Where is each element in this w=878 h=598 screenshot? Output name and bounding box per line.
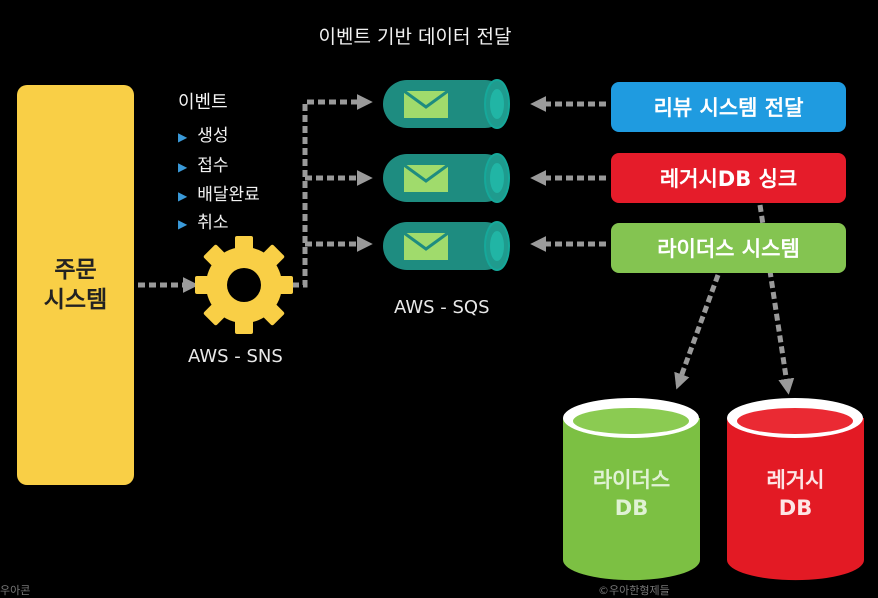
- review-system-box: 리뷰 시스템 전달: [611, 82, 846, 132]
- legacy-db-label-line1: 레거시: [766, 468, 825, 492]
- sqs-label: AWS - SQS: [394, 297, 490, 318]
- footer-right-text: ©우아한형제들: [598, 584, 670, 597]
- legacy-db-label-line2: DB: [778, 496, 813, 520]
- rider-db-label-line2: DB: [614, 496, 649, 520]
- bullet-icon: ▶: [178, 217, 188, 231]
- sqs-queue: [383, 153, 510, 203]
- event-item: ▶ 배달완료: [178, 180, 260, 205]
- arrow-sns-to-queues: [292, 93, 373, 288]
- arrow-rider-to-rider-db: [674, 274, 721, 390]
- envelope-icon: [403, 89, 449, 118]
- envelope-icon: [403, 231, 449, 260]
- bullet-icon: ▶: [178, 130, 188, 144]
- events-title: 이벤트: [178, 92, 228, 113]
- footer-left-text: 우아콘: [0, 584, 31, 597]
- envelope-icon: [403, 163, 449, 192]
- event-item-label: 취소: [197, 213, 229, 233]
- diagram-title: 이벤트 기반 데이터 전달: [318, 26, 512, 48]
- sqs-queue: [383, 79, 510, 129]
- legacy-db-cylinder: [727, 398, 864, 581]
- rider-system-box: 라이더스 시스템: [611, 223, 846, 273]
- sqs-queue: [383, 221, 510, 271]
- event-item-label: 배달완료: [197, 185, 260, 205]
- order-system-box: 주문 시스템: [17, 85, 134, 485]
- legacy-db-sync-box: 레거시DB 싱크: [611, 153, 846, 203]
- event-item-label: 접수: [197, 156, 229, 176]
- rider-db-label-line1: 라이더스: [592, 468, 671, 492]
- rider-db-label: 라이더스 DB: [563, 466, 700, 522]
- legacy-db-label: 레거시 DB: [727, 466, 864, 522]
- order-system-label-line2: 시스템: [43, 287, 108, 313]
- arrow-legacy-to-legacy-db: [757, 204, 795, 395]
- event-item: ▶ 취소: [178, 208, 229, 233]
- gear-icon: [195, 236, 293, 334]
- rider-db-cylinder: [563, 398, 700, 581]
- event-item: ▶ 생성: [178, 121, 229, 146]
- sns-label: AWS - SNS: [188, 346, 283, 367]
- bullet-icon: ▶: [178, 189, 188, 203]
- bullet-icon: ▶: [178, 160, 188, 174]
- order-system-label-line1: 주문: [54, 257, 97, 283]
- event-item-label: 생성: [197, 126, 229, 146]
- event-item: ▶ 접수: [178, 151, 229, 176]
